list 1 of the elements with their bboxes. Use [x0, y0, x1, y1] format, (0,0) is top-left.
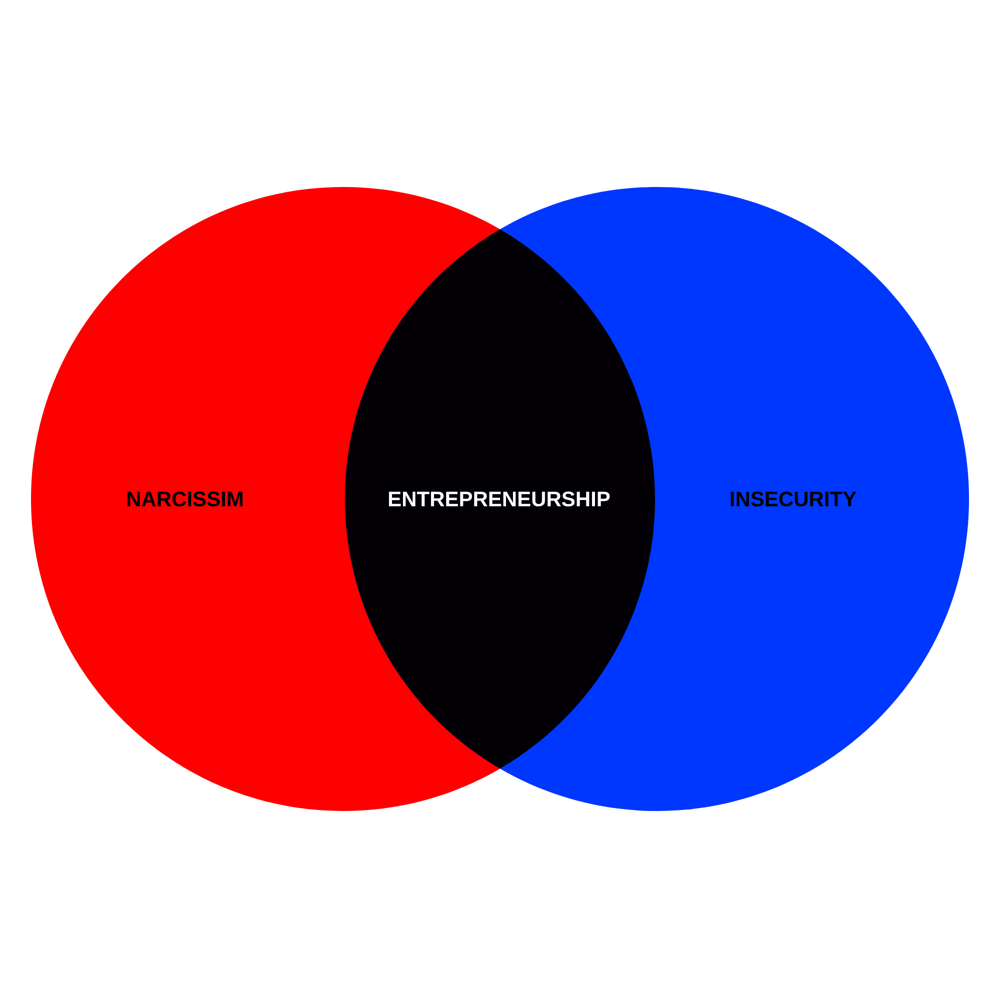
overlap-region: ENTREPRENEURSHIP	[344, 229, 656, 769]
